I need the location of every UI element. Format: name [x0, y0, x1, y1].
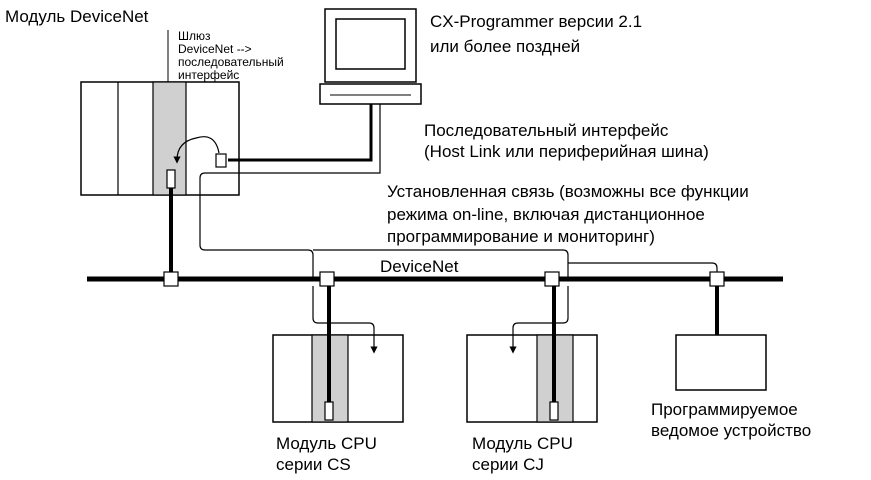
- devicenet-module-label: Модуль DeviceNet: [5, 7, 149, 26]
- cs-arrow-icon: [312, 286, 378, 354]
- gateway-label-line3: последовательный: [178, 55, 284, 69]
- bus-tap-connector: [163, 271, 179, 287]
- cpu-cj-label-line2: серии CJ: [472, 455, 544, 474]
- devicenet-plc-rack: [80, 81, 240, 196]
- connection-label-line1: Установленная связь (возможны все функци…: [387, 182, 749, 201]
- devicenet-bus-label: DeviceNet: [380, 257, 459, 276]
- gateway-label-line4: интерфейс: [178, 68, 240, 82]
- serial-interface-label-line2: (Host Link или периферийная шина): [424, 142, 709, 161]
- bus-tap-connector: [709, 271, 725, 287]
- cpu-cs-label-line1: Модуль CPU: [276, 434, 377, 453]
- connection-label-line3: программирование и мониторинг): [387, 227, 655, 246]
- connection-route: [199, 104, 718, 278]
- cx-programmer-label-line1: CX-Programmer версии 2.1: [430, 12, 643, 31]
- serial-port-connector: [215, 153, 227, 168]
- cpu-cs-unit: [272, 334, 404, 423]
- bus-tap-connector: [544, 271, 560, 287]
- slave-label-line1: Программируемое: [651, 400, 798, 419]
- computer-icon: [319, 8, 422, 105]
- gateway-label-line1: Шлюз: [178, 29, 211, 43]
- connection-label-line2: режима on-line, включая дистанционное: [387, 205, 705, 224]
- serial-interface-label-line1: Последовательный интерфейс: [424, 121, 669, 140]
- bus-tap-connector: [319, 271, 335, 287]
- programmable-slave-box: [675, 334, 767, 391]
- serial-cable: [228, 104, 373, 162]
- gateway-label-line2: DeviceNet -->: [178, 42, 252, 56]
- gateway-arrow-icon: [173, 136, 220, 164]
- module-port-connector: [166, 169, 176, 189]
- slave-label-line2: ведомое устройство: [651, 421, 812, 440]
- cpu-cs-label-line2: серии CS: [276, 455, 351, 474]
- cpu-cj-unit: [466, 334, 598, 423]
- cx-programmer-label-line2: или более поздней: [430, 37, 581, 56]
- cpu-cj-label-line1: Модуль CPU: [472, 434, 573, 453]
- cj-arrow-icon: [509, 286, 569, 354]
